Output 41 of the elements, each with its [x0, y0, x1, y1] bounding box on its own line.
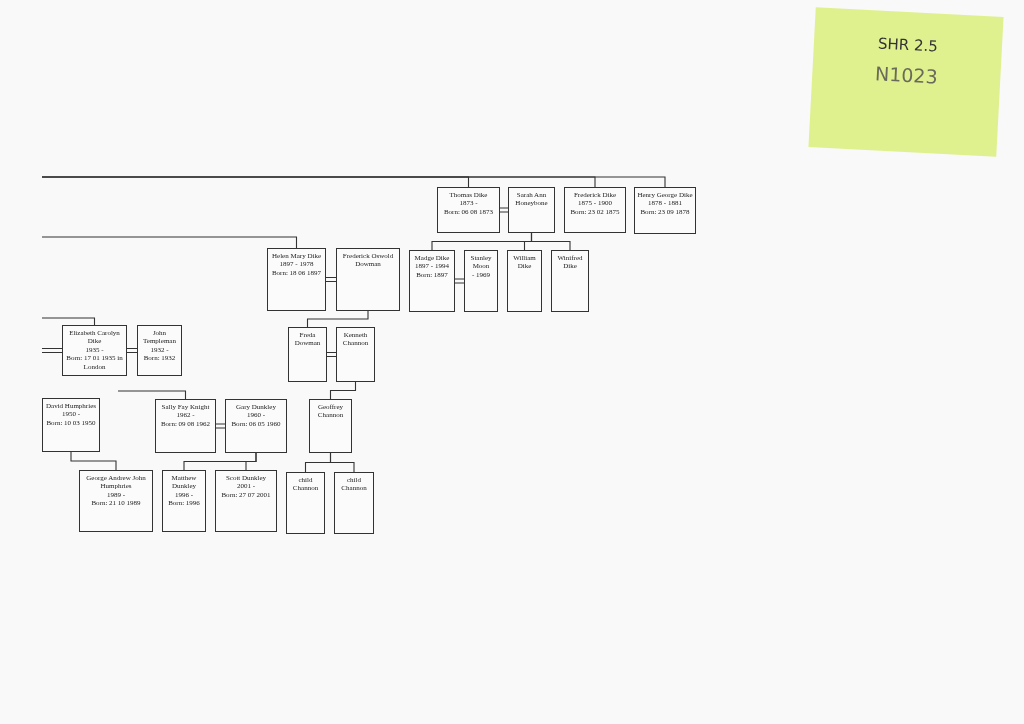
person-box — [286, 472, 325, 534]
marriage-line — [215, 423, 226, 429]
person-box — [267, 248, 326, 311]
connector-line — [70, 451, 117, 471]
connector-line — [245, 452, 257, 471]
person-box — [309, 399, 352, 453]
connector-line — [41, 236, 298, 249]
marriage-line — [326, 351, 337, 358]
connector-line — [117, 390, 187, 400]
person-box — [334, 472, 374, 534]
marriage-line — [499, 207, 509, 213]
handwritten-note: N1023 — [874, 62, 939, 88]
marriage-line — [41, 347, 63, 354]
person-box — [215, 470, 277, 532]
marriage-line — [454, 278, 465, 284]
person-box — [137, 325, 182, 376]
person-box — [564, 187, 626, 233]
person-box — [409, 250, 455, 312]
handwritten-note: SHR 2.5 — [877, 34, 939, 56]
person-box — [336, 327, 375, 382]
person-box — [155, 399, 216, 453]
marriage-line — [126, 347, 138, 354]
connector-line — [329, 381, 357, 400]
connector-line — [41, 317, 96, 326]
person-box — [79, 470, 153, 532]
person-box — [551, 250, 589, 312]
person-box — [437, 187, 500, 233]
person-box — [634, 187, 696, 234]
connector-line — [329, 452, 355, 473]
connector-line — [306, 310, 369, 328]
person-box — [42, 398, 100, 452]
person-box — [62, 325, 127, 376]
marriage-line — [325, 276, 337, 283]
person-box — [464, 250, 498, 312]
connector-line — [530, 232, 571, 251]
person-box — [508, 187, 555, 233]
person-box — [225, 399, 287, 453]
person-box — [336, 248, 400, 311]
person-box — [507, 250, 542, 312]
person-box — [162, 470, 206, 532]
person-box — [288, 327, 327, 382]
